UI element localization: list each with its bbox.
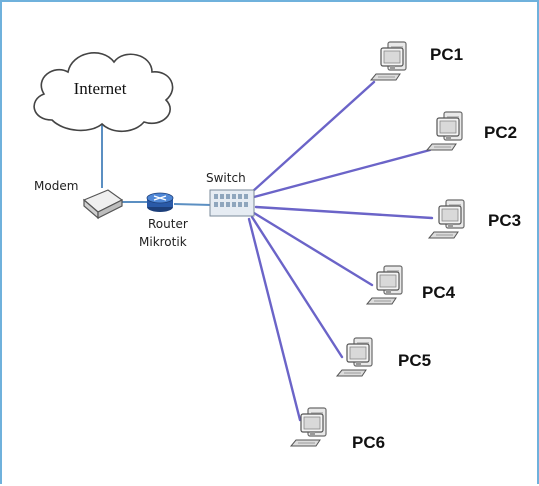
internet-label: Internet [74,79,127,98]
pc5: PC5 [336,337,431,377]
link-pc3 [254,205,434,220]
pc3: PC3 [428,199,521,239]
pc1-icon [370,41,407,81]
router-label-line1: Router [148,217,188,231]
link-pc5 [250,215,344,359]
pc2: PC2 [426,111,517,151]
pc-links [247,80,434,422]
pc4: PC4 [366,265,456,305]
pc5-label: PC5 [398,351,431,370]
pc1-label: PC1 [430,45,463,64]
pc3-icon [428,199,465,239]
pc2-icon [426,111,463,151]
pc3-label: PC3 [488,211,521,230]
link-pc1 [250,80,376,194]
internet-cloud: Internet [33,52,174,133]
router-label-line2: Mikrotik [139,235,187,249]
router-switch-link [173,203,213,206]
link-pc2 [252,148,432,199]
pc4-label: PC4 [422,283,456,302]
router-icon [146,192,174,212]
modem-label: Modem [34,179,78,193]
pc6: PC6 [290,407,385,452]
link-pc4 [252,211,374,287]
switch-label: Switch [206,171,246,185]
pc2-label: PC2 [484,123,517,142]
pc6-label: PC6 [352,433,385,452]
switch-icon [209,189,255,217]
link-pc6 [247,217,302,422]
pc1: PC1 [370,41,463,81]
modem-icon [82,189,124,220]
pc6-icon [290,407,327,447]
